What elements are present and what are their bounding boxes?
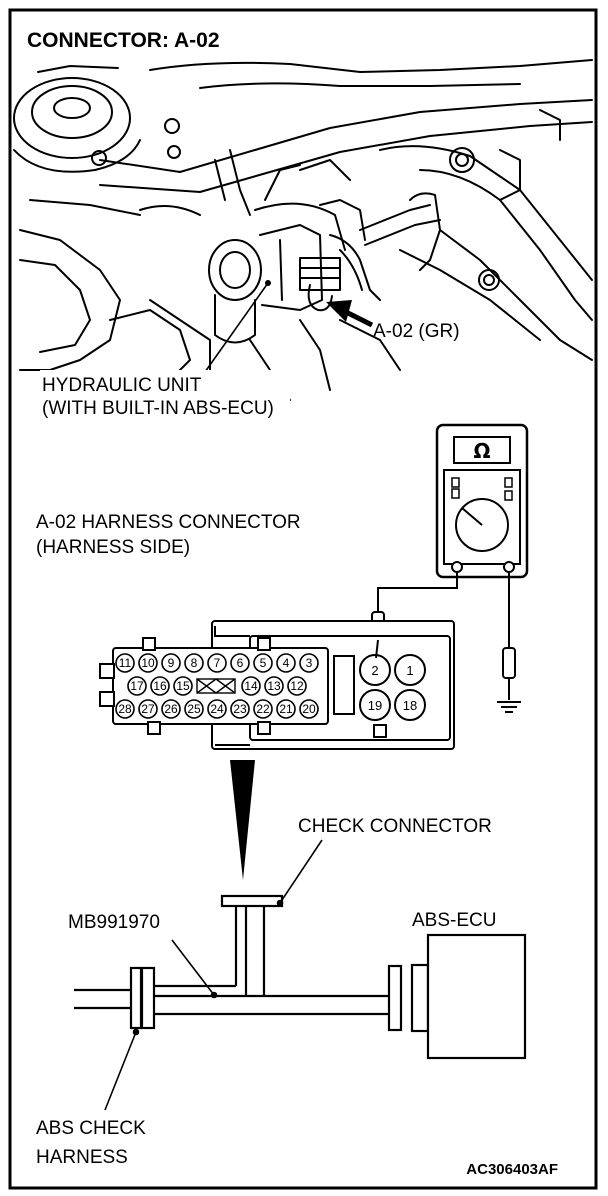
view-direction-pointer <box>230 760 255 880</box>
figure-border <box>8 8 598 1190</box>
unit-leader-dot <box>265 280 271 286</box>
pin-label: 1 <box>406 663 413 678</box>
connector-callout: A-02 (GR) <box>373 321 460 342</box>
pin-label: 7 <box>214 656 221 670</box>
pin-label: 22 <box>256 702 270 716</box>
page-title: CONNECTOR: A-02 <box>27 29 220 52</box>
pin-label: 24 <box>210 702 224 716</box>
pin-label: 10 <box>141 656 155 670</box>
pin-large-group: 2 1 19 18 <box>359 654 426 721</box>
pin-label: 18 <box>403 698 417 713</box>
unit-label-line1: HYDRAULIC UNIT <box>42 375 202 396</box>
harness-label-line1: A-02 HARNESS CONNECTOR <box>36 512 301 533</box>
schematic-leaders <box>104 839 323 1111</box>
pin-row-2: 17 16 15 14 13 12 <box>127 676 307 696</box>
check-harness-schematic <box>74 894 527 1060</box>
meter-terminal-right <box>503 561 515 573</box>
pin-label: 27 <box>141 702 155 716</box>
title-bg <box>22 22 262 52</box>
pin-label: 3 <box>306 656 313 670</box>
figure-code: AC306403AF <box>466 1161 558 1178</box>
unit-label-line2: (WITH BUILT-IN ABS-ECU) <box>42 398 274 419</box>
engine-bay-illustration <box>13 59 593 401</box>
pin-label: 11 <box>119 656 132 670</box>
part-number-label: MB991970 <box>68 912 160 933</box>
pin-label: 28 <box>118 702 132 716</box>
pin-label: 25 <box>187 702 201 716</box>
pin-label: 15 <box>176 679 190 693</box>
pin-label: 19 <box>368 698 382 713</box>
pin-label: 6 <box>237 656 244 670</box>
ground-icon <box>497 701 521 713</box>
harness-label-line2: (HARNESS SIDE) <box>36 537 190 558</box>
pin-label: 21 <box>279 702 293 716</box>
pin-row-3: 28 27 26 25 24 23 22 21 20 <box>115 699 319 719</box>
pin-label: 23 <box>233 702 247 716</box>
pin-label: 20 <box>302 702 316 716</box>
pin-label: 5 <box>260 656 267 670</box>
unit-label-bg <box>40 370 290 418</box>
blank-cavity-pair <box>196 678 236 694</box>
pin-label: 17 <box>130 679 144 693</box>
check-connector-label: CHECK CONNECTOR <box>298 816 492 837</box>
pin-label: 12 <box>290 679 304 693</box>
ecu-label: ABS-ECU <box>412 910 496 931</box>
ohm-symbol: Ω <box>473 439 490 463</box>
pin-label: 13 <box>267 679 281 693</box>
check-harness-label-line1: ABS CHECK <box>36 1118 146 1139</box>
ground-probe <box>502 647 516 700</box>
pin-label: 16 <box>153 679 167 693</box>
unit-leader-line <box>204 282 269 373</box>
check-harness-label-line2: HARNESS <box>36 1147 128 1168</box>
ohmmeter: Ω <box>435 423 529 579</box>
pin-label: 9 <box>168 656 175 670</box>
probe-tip <box>375 639 379 659</box>
pin-label: 14 <box>244 679 258 693</box>
meter-leads <box>377 572 510 648</box>
pin-row-1: 11 10 9 8 7 6 5 4 3 <box>115 653 319 673</box>
pin-label: 4 <box>283 656 290 670</box>
pin-label: 8 <box>191 656 198 670</box>
connector-arrow <box>326 300 374 328</box>
pin-label: 26 <box>164 702 178 716</box>
pin-label: 2 <box>371 663 378 678</box>
meter-terminal-left <box>451 561 463 573</box>
